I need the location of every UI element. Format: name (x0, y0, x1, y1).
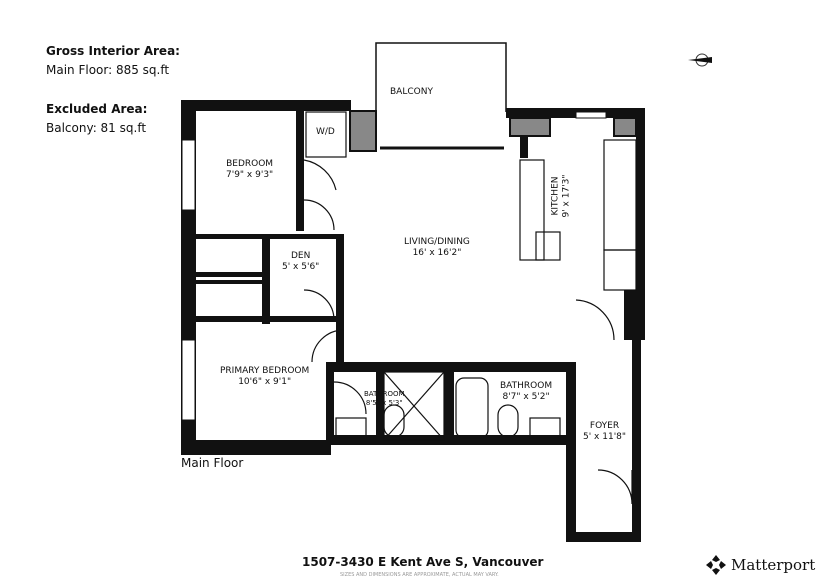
fixtures (303, 111, 637, 505)
room-name: BEDROOM (226, 159, 274, 169)
main-floor-area: Main Floor: 885 sq.ft (46, 63, 170, 77)
room-dims: 5' x 5'6" (282, 262, 320, 272)
room-name: BATHROOM (500, 381, 553, 391)
room-name: KITCHEN (550, 176, 561, 216)
room-dims: 8'5" x 5'3" (365, 399, 403, 407)
address: 1507-3430 E Kent Ave S, Vancouver (302, 555, 544, 569)
room-dims: 10'6" x 9'1" (238, 377, 292, 387)
floor-label: Main Floor (181, 456, 244, 470)
room-dims: 8'7" x 5'2" (502, 392, 550, 402)
hatched-columns (349, 110, 637, 152)
room-dims: 5' x 11'8" (583, 432, 627, 442)
balcony-area: Balcony: 81 sq.ft (46, 121, 147, 135)
room-name: W/D (316, 127, 335, 137)
brand-name: Matterport (731, 556, 816, 574)
excluded-area-heading: Excluded Area: (46, 102, 148, 116)
room-name: BATHROOM (364, 390, 405, 398)
room-name: DEN (290, 251, 311, 261)
room-name: BALCONY (390, 87, 433, 97)
compass-icon (688, 53, 712, 67)
disclaimer: SIZES AND DIMENSIONS ARE APPROXIMATE, AC… (340, 572, 499, 578)
gross-area-heading: Gross Interior Area: (46, 44, 180, 58)
room-name: PRIMARY BEDROOM (220, 366, 310, 376)
room-wd: W/D (316, 127, 335, 138)
room-name: LIVING/DINING (404, 237, 470, 247)
room-dims: 9' x 17'3" (561, 174, 572, 218)
matterport-logo-icon (706, 555, 726, 575)
windows (181, 111, 607, 421)
room-dims: 7'9" x 9'3" (226, 170, 274, 180)
room-balcony: BALCONY (390, 87, 433, 98)
room-dims: 16' x 16'2" (412, 248, 462, 258)
balcony-outline (375, 42, 507, 150)
room-name: FOYER (589, 421, 620, 431)
